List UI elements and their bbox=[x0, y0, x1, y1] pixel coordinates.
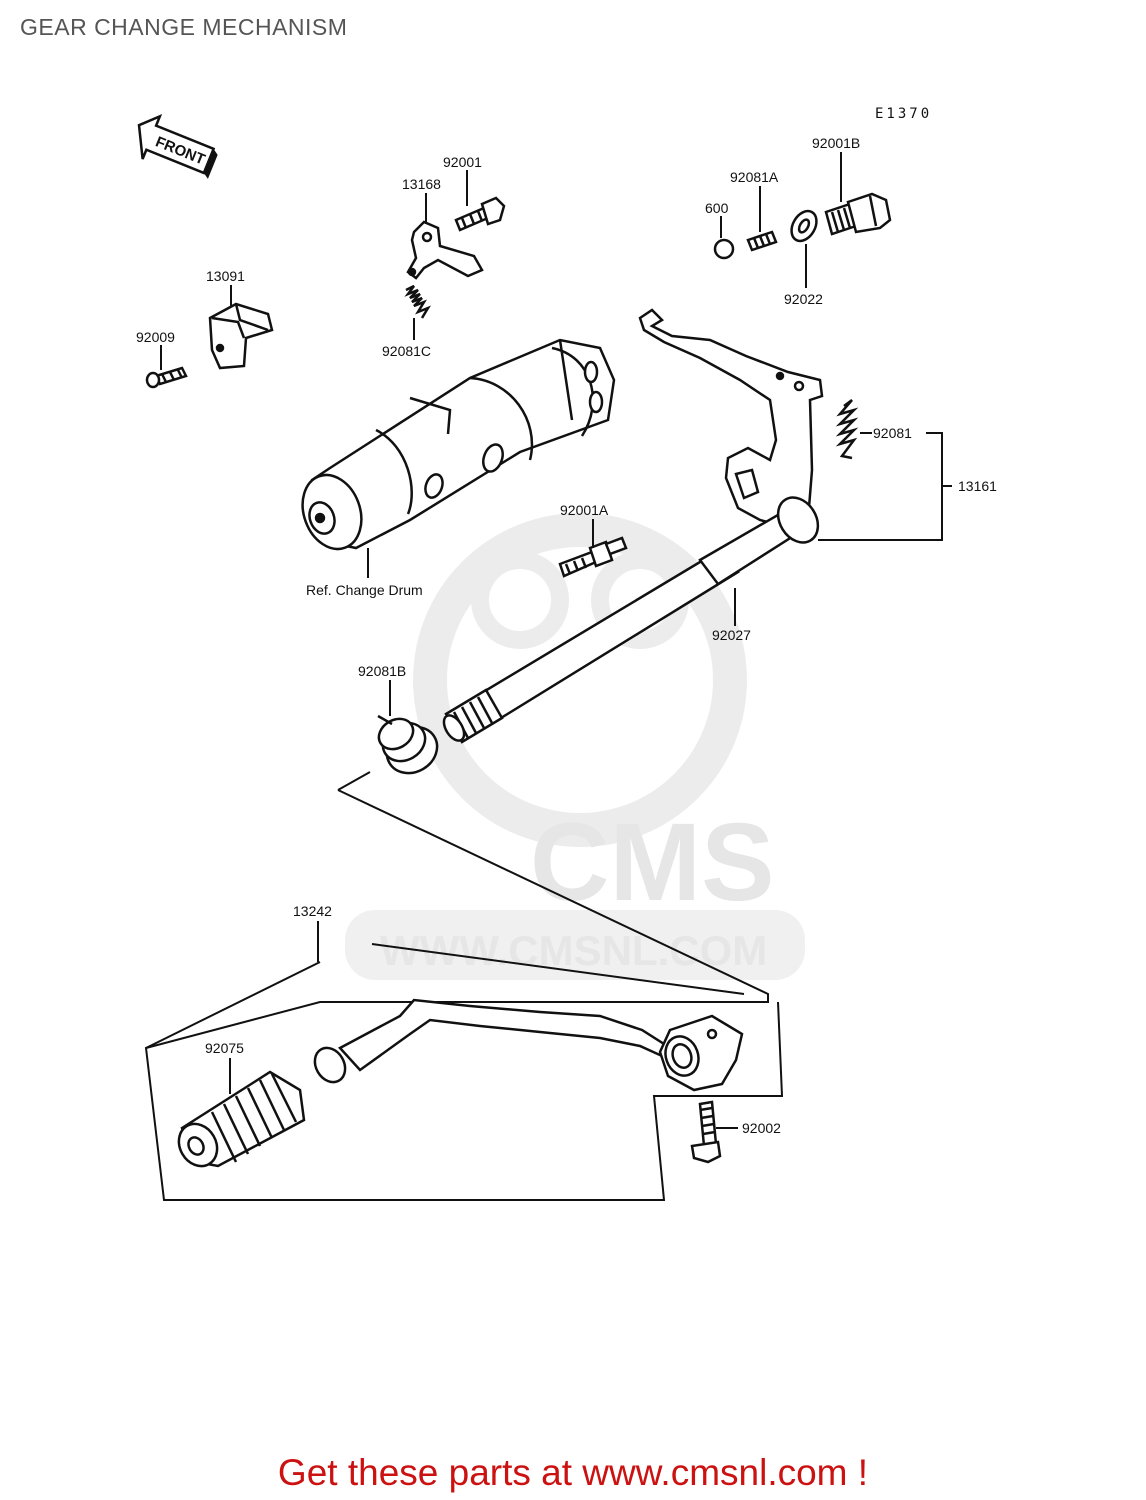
part-92009-screw bbox=[145, 366, 188, 389]
label-92002: 92002 bbox=[742, 1120, 781, 1136]
part-13168-stopper-arm bbox=[406, 220, 484, 280]
front-arrow-icon: FRONT bbox=[137, 114, 218, 179]
page-title: GEAR CHANGE MECHANISM bbox=[20, 14, 348, 40]
label-92075: 92075 bbox=[205, 1040, 244, 1056]
label-13168: 13168 bbox=[402, 176, 441, 192]
label-92001: 92001 bbox=[443, 154, 482, 170]
watermark: CMS WWW.CMSNL.COM bbox=[345, 513, 805, 980]
watermark-url: WWW.CMSNL.COM bbox=[380, 927, 767, 974]
part-92081B-return-spring bbox=[377, 714, 439, 775]
part-92081-spring bbox=[835, 399, 859, 460]
part-92075-rubber bbox=[177, 1070, 306, 1168]
part-600-ball bbox=[713, 238, 735, 260]
part-92001B-plug-bolt bbox=[824, 192, 892, 236]
watermark-brand: CMS bbox=[530, 801, 774, 924]
label-92022: 92022 bbox=[784, 291, 823, 307]
label-92081C: 92081C bbox=[382, 343, 431, 359]
part-13091-bracket bbox=[208, 302, 274, 370]
part-13161-shift-lever bbox=[638, 308, 824, 530]
label-92001B: 92001B bbox=[812, 135, 860, 151]
label-13091: 13091 bbox=[206, 268, 245, 284]
part-92081C-spring bbox=[404, 284, 431, 319]
parts-diagram: CMS WWW.CMSNL.COM E1370 FRONT 13091 9200… bbox=[136, 106, 997, 1201]
label-13242: 13242 bbox=[293, 903, 332, 919]
label-92081: 92081 bbox=[873, 425, 912, 441]
part-13242-shift-pedal bbox=[313, 998, 744, 1092]
label-92081B: 92081B bbox=[358, 663, 406, 679]
part-92001A-stud bbox=[558, 536, 628, 578]
label-92001A: 92001A bbox=[560, 502, 609, 518]
label-92009: 92009 bbox=[136, 329, 175, 345]
label-ref-change-drum: Ref. Change Drum bbox=[306, 582, 423, 598]
change-drum bbox=[301, 338, 616, 551]
part-92002-bolt bbox=[690, 1100, 722, 1164]
label-600: 600 bbox=[705, 200, 729, 216]
part-92001-bolt bbox=[454, 196, 506, 232]
label-92081A: 92081A bbox=[730, 169, 779, 185]
cta-link[interactable]: Get these parts at www.cmsnl.com ! bbox=[277, 1452, 869, 1493]
part-92081A-spring bbox=[746, 230, 778, 252]
label-13161: 13161 bbox=[958, 478, 997, 494]
part-92027-shaft bbox=[442, 496, 820, 744]
label-92027: 92027 bbox=[712, 627, 751, 643]
diagram-code: E1370 bbox=[875, 106, 932, 122]
part-92022-washer bbox=[790, 209, 818, 243]
